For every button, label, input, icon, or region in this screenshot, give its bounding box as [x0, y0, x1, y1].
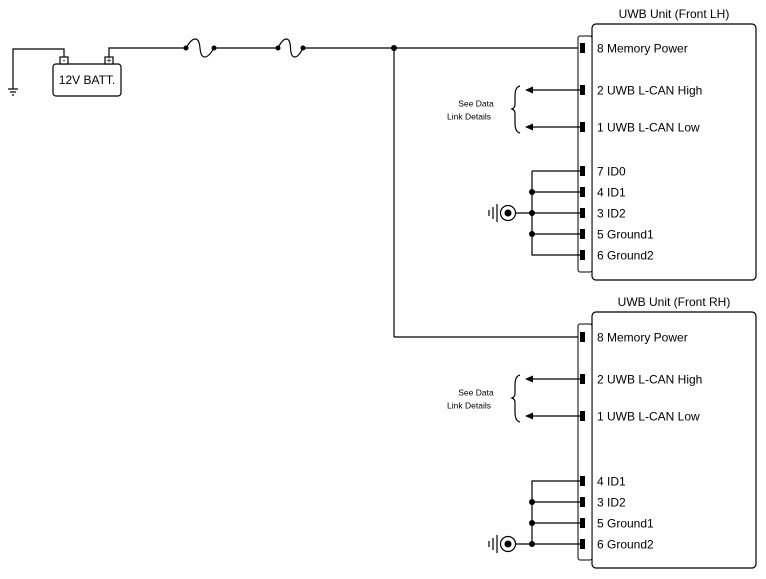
unit-title: UWB Unit (Front LH) [619, 7, 730, 21]
battery-body [52, 63, 122, 97]
pin-marker [580, 411, 585, 421]
can-high-arrow-icon [525, 86, 580, 94]
unit-title: UWB Unit (Front RH) [618, 295, 731, 309]
data-link-note-line1: See Data [458, 99, 494, 109]
pin-marker [580, 187, 585, 197]
pin-label-memory-power: 8 Memory Power [597, 331, 688, 345]
can-low-arrow-icon [525, 412, 580, 420]
pin-marker [580, 43, 585, 53]
pin-marker [580, 122, 585, 132]
pin-label-ground1: 5 Ground1 [597, 517, 654, 531]
id-ground-wiring [516, 170, 580, 256]
can-low-arrow-icon [525, 123, 580, 131]
pin-marker [580, 476, 585, 486]
pin-marker [580, 374, 585, 384]
brace-icon [510, 374, 521, 423]
pin-label-can-low: 1 UWB L-CAN Low [597, 121, 700, 135]
pin-label-ground1: 5 Ground1 [597, 228, 654, 242]
pin-label-id0: 7 ID0 [597, 165, 626, 179]
battery-label: 12V BATT. [59, 73, 115, 87]
pin-marker [580, 539, 585, 549]
id-ground-wiring [516, 480, 580, 547]
pin-label-id2: 3 ID2 [597, 496, 626, 510]
battery-negative-terminal [59, 56, 69, 65]
pin-label-can-high: 2 UWB L-CAN High [597, 373, 702, 387]
pin-marker [580, 332, 585, 342]
pin-marker [580, 497, 585, 507]
chassis-ground-icon [8, 48, 65, 96]
power-junction-dot [391, 45, 397, 51]
body-ground-icon [488, 535, 517, 553]
pin-label-ground2: 6 Ground2 [597, 538, 654, 552]
pin-marker [580, 229, 585, 239]
pin-label-ground2: 6 Ground2 [597, 249, 654, 263]
pin-label-id1: 4 ID1 [597, 186, 626, 200]
fuse-2-icon [275, 38, 306, 58]
battery-negative-symbol: - [63, 56, 66, 66]
brace-icon [510, 85, 521, 134]
data-link-note-line1: See Data [458, 388, 494, 398]
pin-label-can-high: 2 UWB L-CAN High [597, 84, 702, 98]
pin-marker [580, 166, 585, 176]
pin-marker [580, 518, 585, 528]
pin-marker [580, 250, 585, 260]
pin-marker [580, 208, 585, 218]
uwb-unit-front-rh: UWB Unit (Front RH) 8 Memory Power 2 UWB… [447, 295, 757, 569]
battery: - + 12V BATT. [52, 56, 122, 97]
body-ground-icon [488, 204, 517, 222]
pin-label-id1: 4 ID1 [597, 475, 626, 489]
battery-positive-symbol: + [106, 56, 111, 66]
uwb-unit-front-lh: UWB Unit (Front LH) 8 Memory Power 2 UWB… [447, 7, 757, 281]
pin-marker [580, 85, 585, 95]
can-high-arrow-icon [525, 375, 580, 383]
power-feed [108, 45, 580, 338]
data-link-note-line2: Link Details [447, 112, 491, 122]
pin-label-id2: 3 ID2 [597, 207, 626, 221]
data-link-note-line2: Link Details [447, 401, 491, 411]
pin-label-memory-power: 8 Memory Power [597, 42, 688, 56]
pin-label-can-low: 1 UWB L-CAN Low [597, 410, 700, 424]
fuse-1-icon [183, 38, 217, 58]
unit-box [591, 23, 757, 281]
